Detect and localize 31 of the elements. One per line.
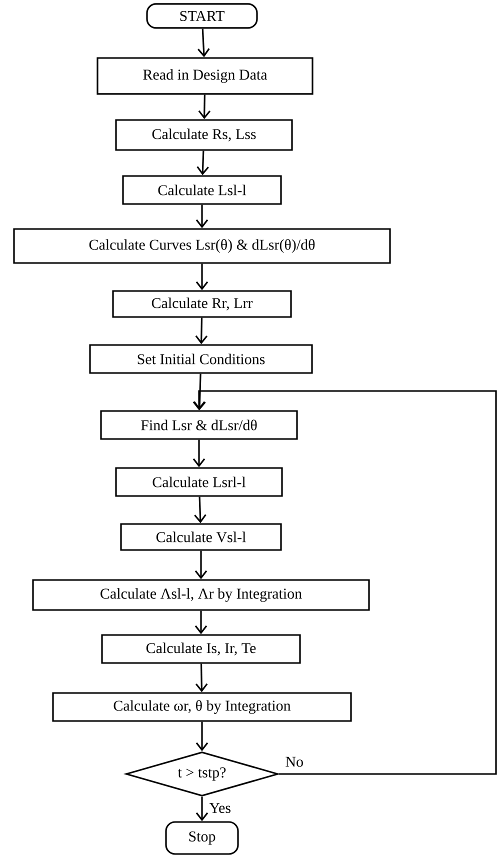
arrow xyxy=(195,318,208,344)
process-box: Set Initial Conditions xyxy=(89,344,313,374)
process-box: Calculate Is, Ir, Te xyxy=(101,634,301,664)
arrow xyxy=(194,610,208,634)
terminal-box: START xyxy=(146,3,258,29)
terminal-box: Stop xyxy=(165,821,239,855)
arrow xyxy=(194,550,208,580)
process-box: Calculate Rr, Lrr xyxy=(112,290,292,318)
loop-arrow xyxy=(192,390,497,775)
arrow xyxy=(195,664,208,692)
arrow xyxy=(194,496,206,524)
arrow xyxy=(196,204,208,228)
arrow xyxy=(196,150,209,176)
arrow xyxy=(196,796,208,822)
process-box: Calculate ωr, θ by Integration xyxy=(52,692,352,722)
arrow xyxy=(198,94,211,120)
process-box: Find Lsr & dLsr/dθ xyxy=(100,410,298,440)
process-box: Calculate Λsl-l, Λr by Integration xyxy=(32,579,370,611)
arrow xyxy=(198,28,210,58)
edge-label: No xyxy=(284,756,305,768)
process-box: Calculate Vsl-l xyxy=(120,523,282,551)
process-box: Calculate Lsrl-l xyxy=(115,467,283,497)
process-box: Read in Design Data xyxy=(96,57,314,95)
process-box: Calculate Rs, Lss xyxy=(115,119,293,151)
edge-label: Yes xyxy=(208,802,232,814)
arrow xyxy=(194,374,206,410)
arrow xyxy=(196,264,208,290)
process-box: Calculate Curves Lsr(θ) & dLsr(θ)/dθ xyxy=(13,228,391,264)
arrow xyxy=(196,722,208,752)
arrow xyxy=(192,440,206,468)
process-box: Calculate Lsl-l xyxy=(122,175,282,205)
